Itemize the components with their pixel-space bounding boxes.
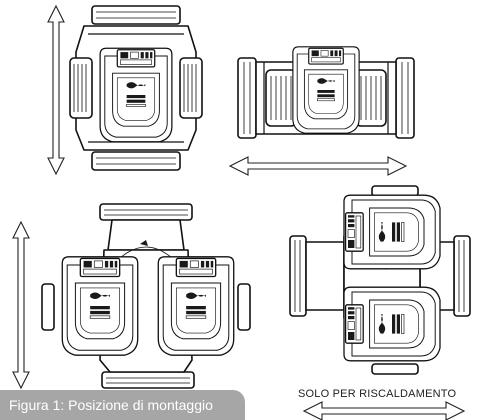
horizontal-double-arrow-bottom <box>302 401 466 420</box>
pump-horizontal-twin <box>289 185 471 375</box>
pump-vertical-twin <box>41 203 251 389</box>
horizontal-double-arrow-top <box>228 156 408 176</box>
vertical-double-arrow-top <box>47 4 65 176</box>
figure-caption: Figura 1: Posizione di montaggio <box>0 390 245 420</box>
heating-only-label: SOLO PER RISCALDAMENTO <box>298 388 457 400</box>
vertical-double-arrow-bottom <box>12 220 30 390</box>
pump-vertical-single <box>69 5 203 171</box>
pump-horizontal-single <box>237 46 415 139</box>
